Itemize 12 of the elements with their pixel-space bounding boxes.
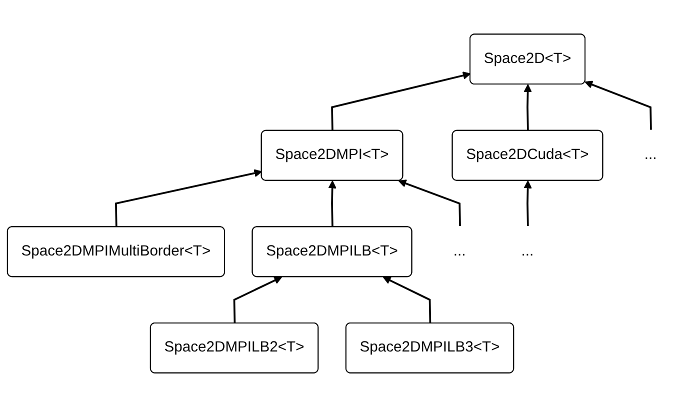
- arrow: [233, 276, 282, 324]
- arrow: [115, 169, 262, 228]
- arrow: [524, 180, 532, 228]
- arrow: [584, 80, 652, 131]
- arrow: [331, 72, 471, 131]
- node-text: ...: [644, 147, 657, 163]
- node-text: ...: [521, 243, 534, 260]
- arrow: [382, 276, 432, 324]
- node-text: ...: [453, 243, 466, 260]
- arrow: [398, 180, 461, 228]
- arrow: [524, 84, 532, 131]
- arrow: [328, 180, 336, 228]
